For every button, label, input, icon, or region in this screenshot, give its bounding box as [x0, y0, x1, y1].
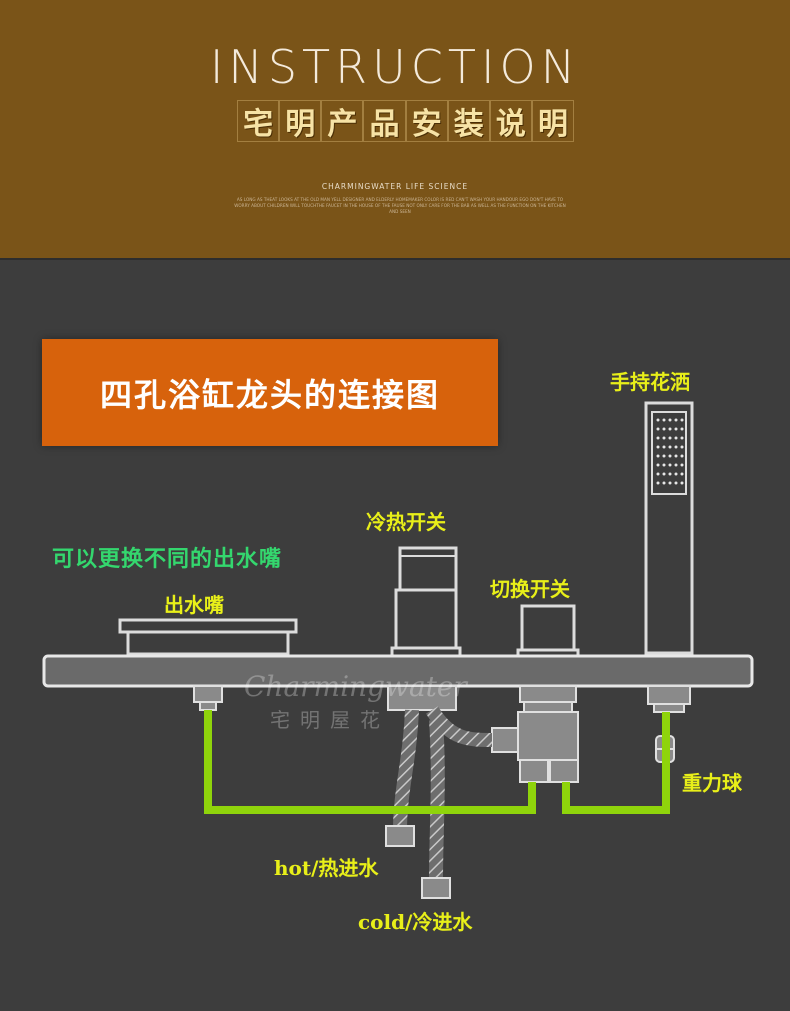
diverter-valve	[516, 604, 580, 658]
diverter-body	[491, 711, 579, 783]
green-connection-lines	[204, 710, 670, 814]
header-cn-char: 装	[447, 100, 490, 142]
watermark-logo-cn: 宅明屋花	[270, 708, 390, 732]
shower-head-nozzles	[656, 418, 684, 485]
header-cn-char: 安	[405, 100, 448, 142]
header-band: INSTRUCTION 宅 明 产 品 安 装 说 明 CHARMINGWATE…	[0, 0, 790, 260]
spout	[118, 618, 298, 656]
watermark-logo-en: Charmingwater	[244, 670, 467, 703]
braided-hoses	[393, 706, 493, 881]
label-weight-ball: 重力球	[682, 771, 742, 795]
header-title: INSTRUCTION	[209, 40, 581, 94]
label-diverter-switch: 切换开关	[490, 577, 570, 601]
under-deck-fittings	[193, 685, 691, 713]
label-spout: 出水嘴	[164, 593, 224, 617]
label-hand-shower: 手持花洒	[610, 370, 690, 394]
label-hot-inlet: hot/热进水	[274, 856, 379, 880]
header-subtitle: CHARMINGWATER LIFE SCIENCE	[321, 182, 469, 191]
header-cn-title: 宅 明 产 品 安 装 说 明	[237, 100, 574, 144]
label-hot-cold-switch: 冷热开关	[366, 510, 446, 534]
hose-end-fittings	[385, 825, 451, 899]
label-replaceable-spout: 可以更换不同的出水嘴	[52, 547, 283, 572]
header-cn-char: 明	[279, 100, 322, 142]
header-cn-char: 宅	[237, 100, 280, 142]
header-cn-char: 产	[321, 100, 364, 142]
header-fine-print: AS LONG AS THEAT LOOKS AT THE OLD MAN YE…	[234, 197, 566, 214]
header-cn-char: 说	[489, 100, 532, 142]
mixer-valve	[390, 546, 462, 658]
diagram-title-banner: 四孔浴缸龙头的连接图	[42, 339, 498, 446]
banner-title: 四孔浴缸龙头的连接图	[99, 375, 440, 414]
label-cold-inlet: cold/冷进水	[358, 910, 473, 934]
header-cn-char: 明	[531, 100, 574, 142]
header-cn-char: 品	[363, 100, 406, 142]
hand-shower	[644, 401, 694, 655]
